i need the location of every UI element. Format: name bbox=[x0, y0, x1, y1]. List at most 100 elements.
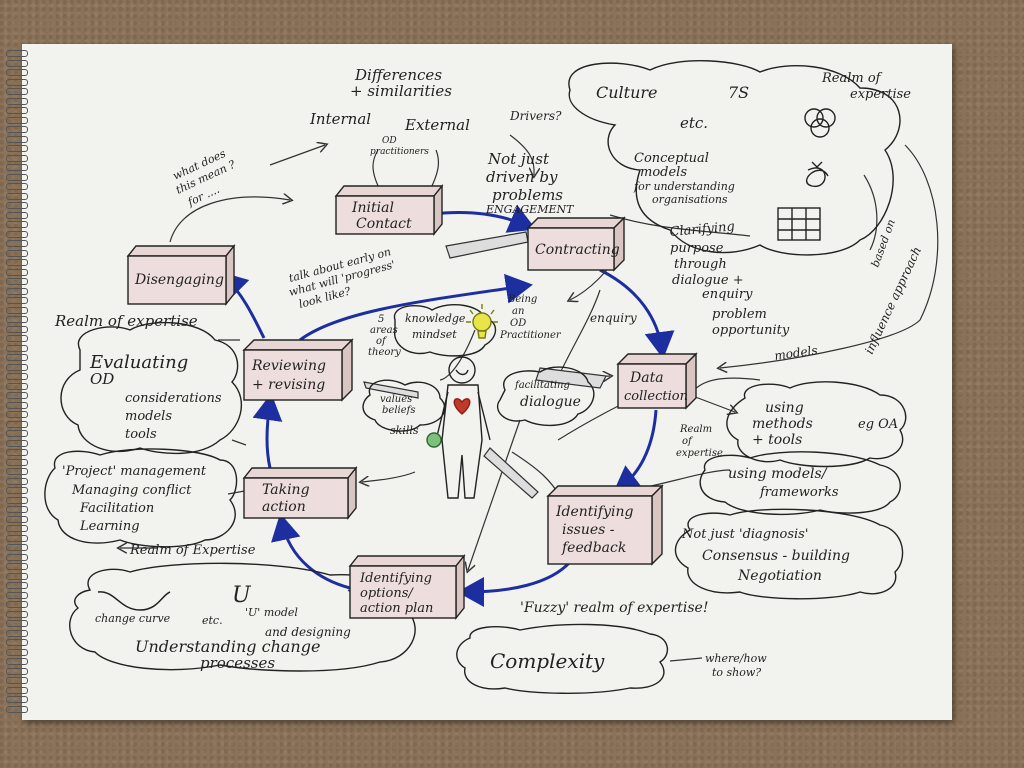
arrow-issues-to-options bbox=[457, 560, 572, 607]
process-boxes: Initial Contact Contracting Data collect… bbox=[126, 184, 698, 620]
spiral-ring bbox=[6, 667, 28, 675]
spiral-ring bbox=[6, 145, 28, 152]
spiral-ring bbox=[6, 658, 28, 665]
spiral-ring bbox=[6, 316, 28, 323]
note-being-2: an bbox=[512, 306, 524, 317]
note-where-2: to show? bbox=[712, 666, 761, 679]
cloud-culture bbox=[568, 60, 901, 256]
spiral-ring bbox=[6, 192, 28, 200]
evaluating-item-3: tools bbox=[125, 427, 157, 442]
spiral-ring bbox=[6, 382, 28, 390]
project-2: Managing conflict bbox=[71, 483, 192, 498]
note-being-1: Being bbox=[507, 294, 537, 305]
culture-realm-2: expertise bbox=[850, 87, 911, 102]
spiral-ring bbox=[6, 344, 28, 352]
spiral-ring bbox=[6, 297, 28, 304]
note-external: External bbox=[404, 116, 470, 134]
frameworks-2: frameworks bbox=[759, 485, 839, 500]
sketchbook-page bbox=[22, 44, 952, 720]
complexity-label: Complexity bbox=[490, 649, 605, 673]
evaluating-title-2: OD bbox=[90, 370, 114, 388]
note-internal: Internal bbox=[309, 110, 371, 128]
spiral-ring bbox=[6, 430, 28, 437]
methods-3: + tools bbox=[752, 432, 802, 448]
note-problem: problem bbox=[712, 307, 767, 322]
note-realm-of-1: Realm bbox=[679, 424, 712, 435]
note-differences-1: Differences bbox=[354, 66, 442, 84]
u-letter: U bbox=[232, 583, 252, 608]
handwritten-notes: Differences + similarities Internal Exte… bbox=[54, 66, 924, 679]
spiral-ring bbox=[6, 88, 28, 95]
change-curve-label: change curve bbox=[95, 612, 171, 625]
spiral-ring bbox=[6, 249, 28, 257]
cloud-knowledge bbox=[393, 304, 497, 357]
note-opportunity: opportunity bbox=[712, 323, 790, 338]
note-realm-of-2: of bbox=[682, 436, 694, 447]
cloud-complexity bbox=[456, 623, 669, 694]
note-facilitating: facilitating bbox=[514, 380, 570, 391]
spiral-ring bbox=[6, 477, 28, 485]
spiral-ring bbox=[6, 259, 28, 266]
note-5: 5 bbox=[378, 314, 384, 325]
note-engagement: ENGAGEMENT bbox=[485, 203, 575, 216]
note-skills: skills bbox=[390, 424, 419, 437]
spiral-ring bbox=[6, 306, 28, 314]
spiral-ring bbox=[6, 487, 28, 494]
cloud-methods bbox=[726, 381, 907, 468]
box-initial-contact: Initial Contact bbox=[334, 184, 444, 236]
hatched-arrows bbox=[363, 231, 607, 499]
cloud-models-frameworks bbox=[699, 451, 901, 516]
spiral-ring bbox=[6, 135, 28, 143]
note-drivers: Drivers? bbox=[509, 109, 562, 123]
spiral-ring bbox=[6, 211, 28, 219]
conceptual-1: Conceptual bbox=[634, 151, 709, 166]
conceptual-3: for understanding bbox=[633, 180, 735, 193]
spiral-ring bbox=[6, 458, 28, 466]
note-clarifying-3: through bbox=[674, 257, 727, 272]
box-taking-action-2: action bbox=[262, 499, 306, 515]
clouds bbox=[44, 60, 907, 694]
spiral-ring bbox=[6, 107, 28, 114]
cloud-contents: Culture 7S etc. Realm of expertise Conce… bbox=[62, 71, 911, 673]
box-options-2: options/ bbox=[360, 586, 414, 601]
spiral-ring bbox=[6, 392, 28, 399]
spiral-ring bbox=[6, 620, 28, 627]
box-issues-3: feedback bbox=[561, 540, 626, 556]
note-being-3: OD bbox=[510, 318, 526, 329]
spiral-ring bbox=[6, 154, 28, 162]
arrow-options-to-action bbox=[271, 513, 351, 590]
box-options-1: Identifying bbox=[359, 571, 432, 586]
understanding-label: Understanding change bbox=[135, 637, 320, 656]
culture-model-icons bbox=[777, 108, 836, 241]
box-taking-action: Taking action bbox=[242, 466, 358, 520]
spiral-ring bbox=[6, 411, 28, 418]
note-theory: theory bbox=[368, 347, 401, 358]
grid-icon bbox=[777, 207, 821, 241]
arrow-data-to-issues bbox=[612, 409, 658, 494]
diagnosis-2: Consensus - building bbox=[702, 548, 850, 564]
box-reviewing-2: + revising bbox=[252, 377, 325, 393]
spiral-ring bbox=[6, 686, 28, 694]
figure-head bbox=[448, 356, 476, 384]
od-practitioner-figure bbox=[426, 304, 498, 499]
note-mindset: mindset bbox=[412, 328, 457, 341]
note-differences-2: + similarities bbox=[350, 82, 452, 100]
note-values: values bbox=[380, 394, 412, 405]
heart-icon bbox=[453, 398, 471, 415]
box-initial-contact-2: Contact bbox=[356, 216, 412, 232]
spiral-ring bbox=[6, 354, 28, 361]
seven-s-label: 7S bbox=[728, 83, 749, 102]
spiral-ring bbox=[6, 648, 28, 656]
conceptual-4: organisations bbox=[652, 193, 728, 206]
spiral-ring bbox=[6, 496, 28, 504]
spiral-ring bbox=[6, 591, 28, 599]
note-beliefs: beliefs bbox=[382, 405, 415, 416]
note-where-1: where/how bbox=[705, 652, 767, 665]
box-options-3: action plan bbox=[360, 601, 433, 616]
note-being-4: Practitioner bbox=[499, 330, 562, 341]
note-clarifying-5: enquiry bbox=[702, 287, 753, 302]
note-realm-bottom: Realm of Expertise bbox=[129, 543, 256, 558]
note-areas: areas bbox=[370, 325, 398, 336]
conceptual-2: models bbox=[640, 165, 687, 180]
